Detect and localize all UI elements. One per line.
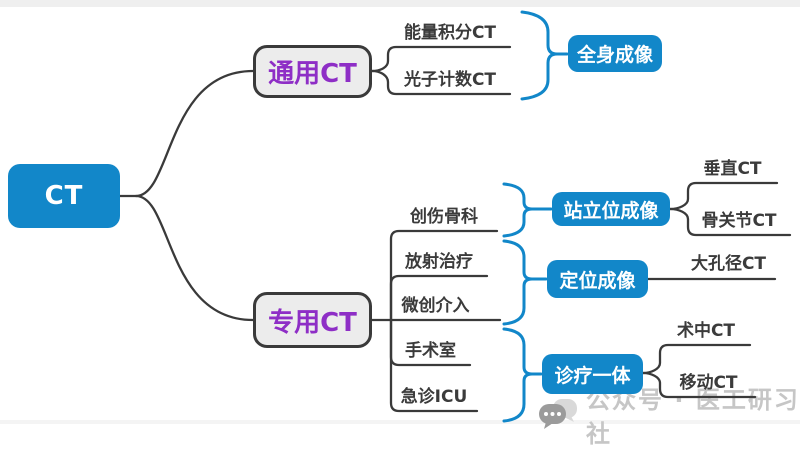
leaf-node-mobile-ct: 移动CT xyxy=(679,373,738,393)
leaf-node-vertical-ct: 垂直CT xyxy=(703,159,762,179)
branch-connectors xyxy=(118,45,792,413)
summary-node-positioning-imaging: 定位成像 xyxy=(547,260,648,298)
top-edge-band xyxy=(0,0,800,7)
connector-layer xyxy=(118,10,792,423)
leaf-node-radiotherapy: 放射治疗 xyxy=(405,252,473,272)
leaf-node-energy-integrating-ct: 能量积分CT xyxy=(403,23,497,43)
leaf-node-operating-room: 手术室 xyxy=(405,341,456,361)
leaf-node-trauma-orthopedics: 创伤骨科 xyxy=(410,207,478,227)
leaf-node-bone-joint-ct: 骨关节CT xyxy=(701,211,777,231)
summary-node-standing-imaging: 站立位成像 xyxy=(552,192,670,226)
summary-node-diagnosis-treatment: 诊疗一体 xyxy=(542,354,643,394)
branch-node-special-ct: 专用CT xyxy=(253,292,372,348)
summary-node-whole-body-imaging: 全身成像 xyxy=(568,35,662,72)
leaf-node-emergency-icu: 急诊ICU xyxy=(400,387,468,407)
summary-braces xyxy=(502,10,569,423)
leaf-node-photon-counting-ct: 光子计数CT xyxy=(403,70,497,90)
leaf-node-intraoperative-ct: 术中CT xyxy=(676,321,736,341)
leaf-node-large-bore-ct: 大孔径CT xyxy=(690,254,767,274)
leaf-node-minimally-invasive-intervention: 微创介入 xyxy=(401,296,470,316)
branch-node-generic-ct: 通用CT xyxy=(253,45,372,98)
bottom-edge-band xyxy=(0,420,800,424)
root-node-ct: CT xyxy=(8,164,120,228)
